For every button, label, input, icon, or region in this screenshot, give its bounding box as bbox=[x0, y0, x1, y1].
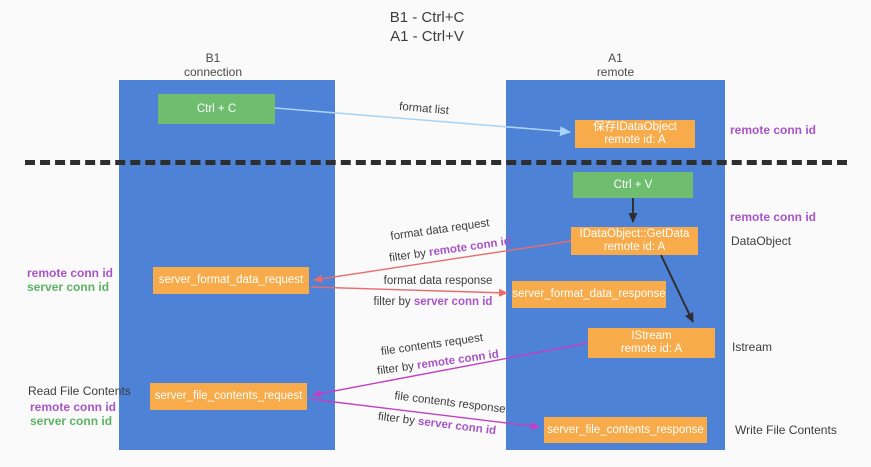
node-ctrl-v: Ctrl + V bbox=[573, 172, 693, 198]
label-remote-conn-id-mid-right: remote conn id bbox=[730, 210, 816, 224]
node-istream: IStream remote id: A bbox=[588, 328, 715, 358]
label-format-list-text: format list bbox=[398, 100, 450, 118]
lane-header-b1: B1 bbox=[205, 51, 221, 65]
label-filter-by-text-4: filter by bbox=[377, 410, 419, 428]
node-istream-line2: remote id: A bbox=[620, 343, 683, 355]
node-ctrl-v-label: Ctrl + V bbox=[613, 178, 653, 191]
node-save-idataobject: 保存IDataObject remote id: A bbox=[575, 120, 695, 148]
label-remote-conn-id-mid-right-text: remote conn id bbox=[730, 210, 817, 224]
label-dataobject-text: DataObject bbox=[731, 234, 792, 248]
label-server-conn-id-bottom-left: server conn id bbox=[30, 414, 113, 428]
label-remote-conn-id-inline-2: remote conn id bbox=[416, 348, 500, 372]
label-filter-by-text-1: filter by bbox=[388, 246, 430, 265]
diagram-title: B1 - Ctrl+C A1 - Ctrl+V bbox=[352, 8, 502, 46]
diagram-title-line1: B1 - Ctrl+C bbox=[389, 9, 465, 26]
label-filter-by-text-2: filter by bbox=[373, 296, 414, 308]
label-remote-conn-id-inline-1: remote conn id bbox=[428, 235, 512, 259]
label-format-list: format list bbox=[399, 101, 450, 117]
label-format-data-response: format data response bbox=[384, 275, 493, 287]
label-format-data-response-text: format data response bbox=[383, 275, 493, 287]
label-server-conn-id-left: server conn id bbox=[27, 280, 110, 294]
label-filter-by-server-conn-id-1: filter by server conn id bbox=[374, 296, 493, 308]
lane-header-connection: connection bbox=[183, 65, 243, 79]
node-server-format-data-request: server_format_data_request bbox=[153, 267, 309, 294]
node-idataobject-getdata-line1: IDataObject::GetData bbox=[579, 228, 690, 240]
lane-header-a1: A1 bbox=[608, 51, 623, 65]
node-server-file-contents-request: server_file_contents_request bbox=[150, 383, 307, 410]
node-server-file-contents-response-label: server_file_contents_response bbox=[547, 423, 704, 436]
node-idataobject-getdata-line2: remote id: A bbox=[603, 241, 666, 253]
label-read-file-contents-text: Read File Contents bbox=[28, 384, 131, 398]
label-conn-ids-left: remote conn id server conn id bbox=[27, 266, 113, 294]
label-remote-conn-id-bottom-left: remote conn id bbox=[30, 400, 117, 414]
node-server-format-data-request-label: server_format_data_request bbox=[158, 274, 304, 286]
format-data-response-arrow bbox=[310, 286, 508, 297]
label-conn-ids-bottom-left: remote conn id server conn id bbox=[30, 400, 116, 428]
label-dataobject: DataObject bbox=[731, 234, 791, 248]
label-read-file-contents: Read File Contents bbox=[28, 384, 131, 398]
lane-header-remote: remote bbox=[596, 65, 635, 79]
node-save-idataobject-line1: 保存IDataObject bbox=[593, 121, 677, 133]
label-remote-conn-id-top-right: remote conn id bbox=[730, 123, 816, 137]
node-ctrl-c: Ctrl + C bbox=[158, 94, 275, 124]
node-ctrl-c-label: Ctrl + C bbox=[196, 102, 237, 115]
label-write-file-contents: Write File Contents bbox=[735, 423, 837, 437]
node-server-file-contents-request-label: server_file_contents_request bbox=[154, 390, 303, 402]
label-format-data-request-text: format data request bbox=[389, 217, 491, 243]
label-remote-conn-id-left: remote conn id bbox=[27, 266, 114, 280]
node-idataobject-getdata: IDataObject::GetData remote id: A bbox=[571, 227, 698, 255]
node-server-format-data-response: server_format_data_response bbox=[512, 281, 666, 308]
label-server-conn-id-inline-2: server conn id bbox=[417, 415, 497, 438]
label-server-conn-id-inline-1: server conn id bbox=[413, 296, 493, 308]
label-istream-text: Istream bbox=[732, 340, 773, 354]
label-remote-conn-id-top-right-text: remote conn id bbox=[730, 123, 817, 137]
node-istream-line1: IStream bbox=[631, 330, 672, 342]
lane-header-b1-connection: B1 connection bbox=[111, 51, 315, 79]
label-file-contents-response-text: file contents response bbox=[393, 390, 507, 416]
lane-header-a1-remote: A1 remote bbox=[506, 51, 725, 79]
node-server-file-contents-response: server_file_contents_response bbox=[544, 417, 707, 443]
label-write-file-contents-text: Write File Contents bbox=[735, 423, 837, 437]
diagram-title-line2: A1 - Ctrl+V bbox=[390, 28, 464, 45]
label-file-contents-response: file contents response bbox=[394, 390, 507, 416]
label-istream: Istream bbox=[732, 340, 772, 354]
node-save-idataobject-line2: remote id: A bbox=[604, 134, 666, 146]
machine-boundary-dashed-line bbox=[25, 160, 847, 165]
label-filter-by-text-3: filter by bbox=[376, 359, 418, 378]
label-filter-by-server-conn-id-2: filter by server conn id bbox=[377, 411, 496, 437]
node-server-format-data-response-label: server_format_data_response bbox=[512, 288, 666, 300]
label-format-data-request: format data request bbox=[390, 217, 490, 243]
